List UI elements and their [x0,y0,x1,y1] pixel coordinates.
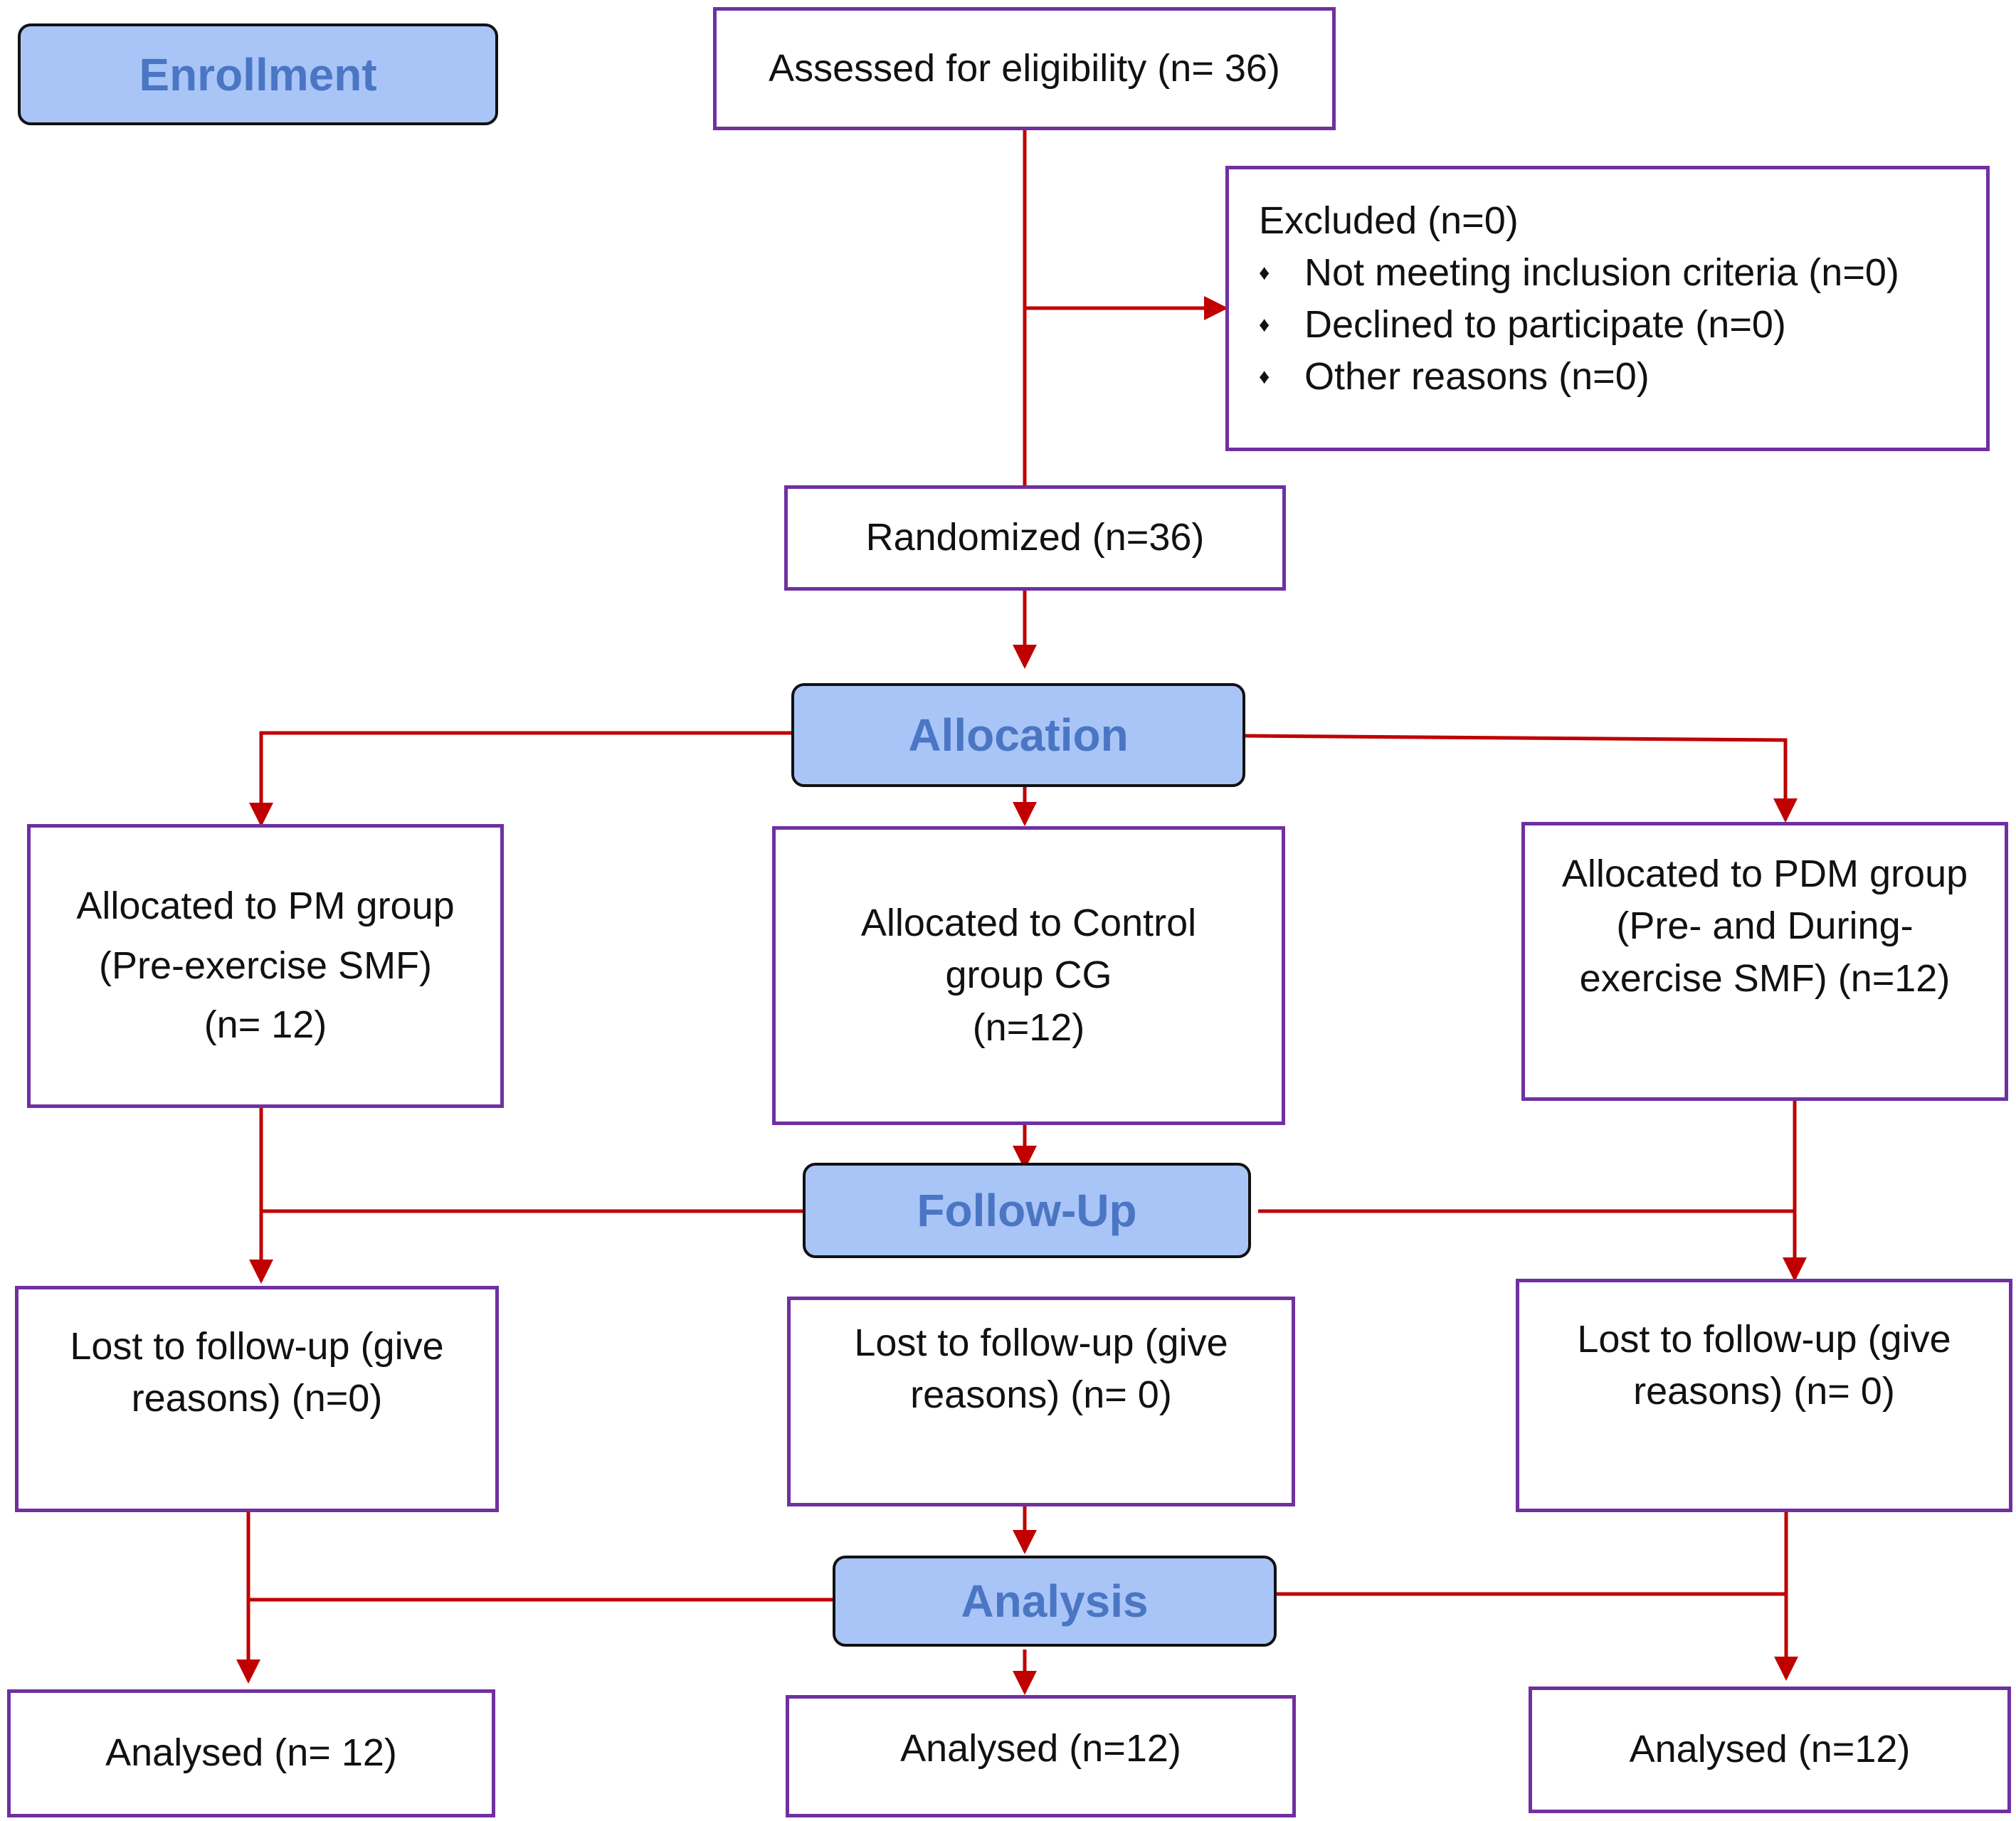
list-item: ♦ Declined to participate (n=0) [1259,299,1986,351]
allocated-pdm-box: Allocated to PDM group (Pre- and During-… [1521,822,2008,1101]
randomized-box: Randomized (n=36) [784,485,1286,591]
list-item: ♦ Other reasons (n=0) [1259,351,1986,403]
diamond-bullet-icon: ♦ [1259,261,1270,285]
excluded-reason: Not meeting inclusion criteria (n=0) [1304,251,1899,294]
stage-follow-up: Follow-Up [803,1163,1251,1258]
stage-allocation-label: Allocation [908,709,1129,761]
lost-control-line: Lost to follow-up (give [854,1321,1228,1364]
diamond-bullet-icon: ♦ [1259,365,1270,389]
allocated-pdm-line: Allocated to PDM group [1561,853,1968,895]
lost-control-line: reasons) (n= 0) [910,1373,1172,1417]
stage-analysis: Analysis [833,1556,1277,1647]
list-item: ♦ Not meeting inclusion criteria (n=0) [1259,247,1986,299]
allocated-pm-box: Allocated to PM group (Pre-exercise SMF)… [27,824,504,1108]
stage-enrollment: Enrollment [18,23,498,125]
allocated-control-line: group CG [945,954,1112,997]
analysed-pm-box: Analysed (n= 12) [7,1689,495,1817]
analysed-pdm-box: Analysed (n=12) [1529,1687,2011,1813]
randomized-text: Randomized (n=36) [865,516,1205,559]
allocated-pm-line: (n= 12) [204,1003,327,1047]
excluded-reason: Declined to participate (n=0) [1304,303,1786,346]
lost-pm-box: Lost to follow-up (give reasons) (n=0) [15,1286,499,1512]
assessed-text: Assessed for eligibility (n= 36) [769,46,1280,90]
stage-analysis-label: Analysis [961,1575,1149,1627]
allocated-pdm-line: exercise SMF) (n=12) [1579,956,1951,1000]
allocated-pdm-line: (Pre- and During- [1616,904,1914,948]
lost-pm-line: Lost to follow-up (give [70,1325,444,1368]
arrow-to-pm [249,731,791,827]
lost-pdm-box: Lost to follow-up (give reasons) (n= 0) [1516,1279,2012,1512]
allocated-control-box: Allocated to Control group CG (n=12) [772,826,1285,1125]
excluded-reasons-list: ♦ Not meeting inclusion criteria (n=0) ♦… [1259,247,1986,403]
lost-pdm-line: Lost to follow-up (give [1577,1318,1951,1361]
lost-pdm-line: reasons) (n= 0) [1633,1370,1895,1413]
excluded-box: Excluded (n=0) ♦ Not meeting inclusion c… [1225,166,1990,451]
stage-enrollment-label: Enrollment [139,48,377,100]
lost-pm-line: reasons) (n=0) [131,1377,383,1420]
excluded-reason: Other reasons (n=0) [1304,355,1650,398]
stage-follow-up-label: Follow-Up [917,1185,1137,1236]
allocated-pm-line: Allocated to PM group [76,884,455,927]
analysed-pm-text: Analysed (n= 12) [105,1731,397,1775]
diamond-bullet-icon: ♦ [1259,313,1270,337]
assessed-box: Assessed for eligibility (n= 36) [713,7,1336,130]
allocated-control-line: Allocated to Control [860,901,1197,944]
arrow-to-pdm [1245,734,1798,823]
allocated-pm-line: (Pre-exercise SMF) [98,944,433,987]
analysed-pdm-text: Analysed (n=12) [1629,1728,1911,1771]
excluded-title: Excluded (n=0) [1259,199,1519,242]
stage-allocation: Allocation [791,683,1245,787]
lost-control-box: Lost to follow-up (give reasons) (n= 0) [787,1297,1295,1506]
allocated-control-line: (n=12) [972,1005,1085,1049]
analysed-control-text: Analysed (n=12) [900,1727,1181,1770]
analysed-control-box: Analysed (n=12) [786,1695,1296,1817]
